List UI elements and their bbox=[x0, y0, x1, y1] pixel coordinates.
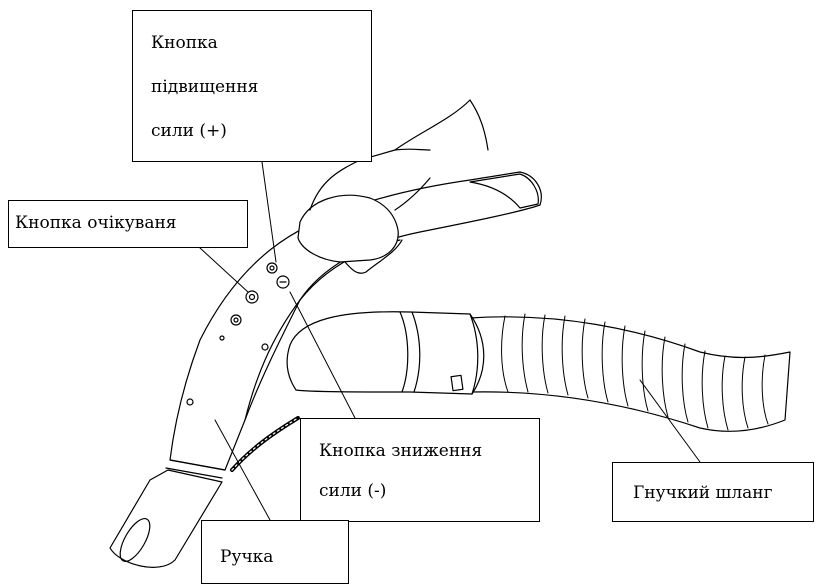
callout-line: сили (-) bbox=[319, 483, 386, 500]
callout-line: Кнопка зниження bbox=[319, 443, 482, 460]
callout-line: Кнопка bbox=[151, 35, 218, 52]
power-up-button-callout: Кнопка підвищення сили (+) bbox=[132, 10, 372, 162]
power-down-button-callout: Кнопка зниження сили (-) bbox=[300, 418, 540, 522]
callout-line: Ручка bbox=[220, 549, 273, 566]
corrugated-hose bbox=[470, 314, 790, 431]
handle-callout: Ручка bbox=[201, 520, 349, 584]
standby-button-callout: Кнопка очікуваня bbox=[8, 200, 248, 248]
flexible-hose-callout: Гнучкий шланг bbox=[612, 462, 814, 522]
callout-line: сили (+) bbox=[151, 123, 227, 140]
callout-line: Гнучкий шланг bbox=[633, 485, 773, 502]
hose-cuff bbox=[287, 312, 484, 394]
callout-line: Кнопка очікуваня bbox=[15, 215, 177, 232]
callout-line: підвищення bbox=[151, 79, 258, 96]
